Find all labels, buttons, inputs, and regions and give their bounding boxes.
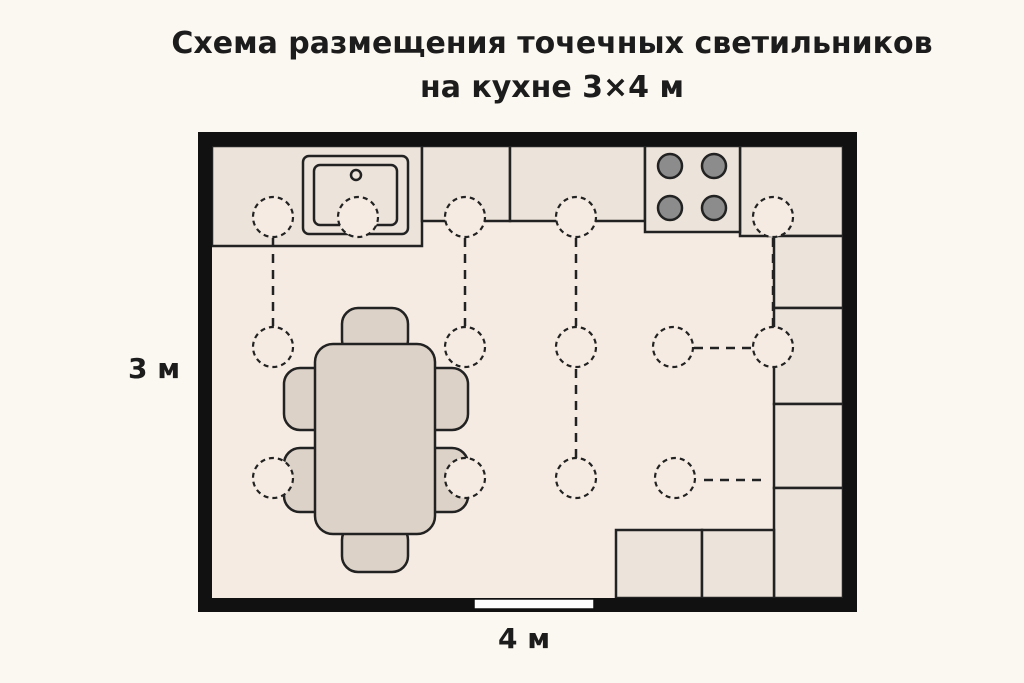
spotlight <box>443 195 487 239</box>
spotlight <box>554 325 598 369</box>
door-opening <box>473 598 595 610</box>
cabinet-right-1 <box>772 234 845 310</box>
stove <box>643 144 742 234</box>
diagram-title-line1: Схема размещения точечных светильников <box>171 26 933 61</box>
stove-burner-3 <box>656 194 684 222</box>
cabinet-right-4 <box>772 486 845 600</box>
spotlight <box>653 456 697 500</box>
wiring-lines <box>271 238 775 482</box>
diagram-title-line2: на кухне 3×4 м <box>419 70 685 105</box>
cabinet-right-3 <box>772 402 845 490</box>
spotlights <box>251 195 795 500</box>
spotlight <box>336 195 380 239</box>
spotlight <box>251 325 295 369</box>
spotlight <box>751 325 795 369</box>
spotlight <box>251 195 295 239</box>
cabinet-bottom-1 <box>614 528 704 600</box>
sink-drain <box>349 168 363 182</box>
spotlight <box>751 195 795 239</box>
stove-burner-4 <box>700 194 728 222</box>
spotlight <box>443 325 487 369</box>
stove-burner-2 <box>700 152 728 180</box>
dining-table <box>313 342 437 536</box>
spotlight <box>443 456 487 500</box>
spotlight <box>651 325 695 369</box>
spotlight <box>554 195 598 239</box>
dining-set <box>282 306 470 574</box>
spotlight <box>251 456 295 500</box>
width-dimension-label: 4 м <box>498 622 551 655</box>
stove-burner-1 <box>656 152 684 180</box>
height-dimension-label: 3 м <box>128 352 181 385</box>
cabinet-bottom-2 <box>700 528 776 600</box>
spotlight <box>554 456 598 500</box>
